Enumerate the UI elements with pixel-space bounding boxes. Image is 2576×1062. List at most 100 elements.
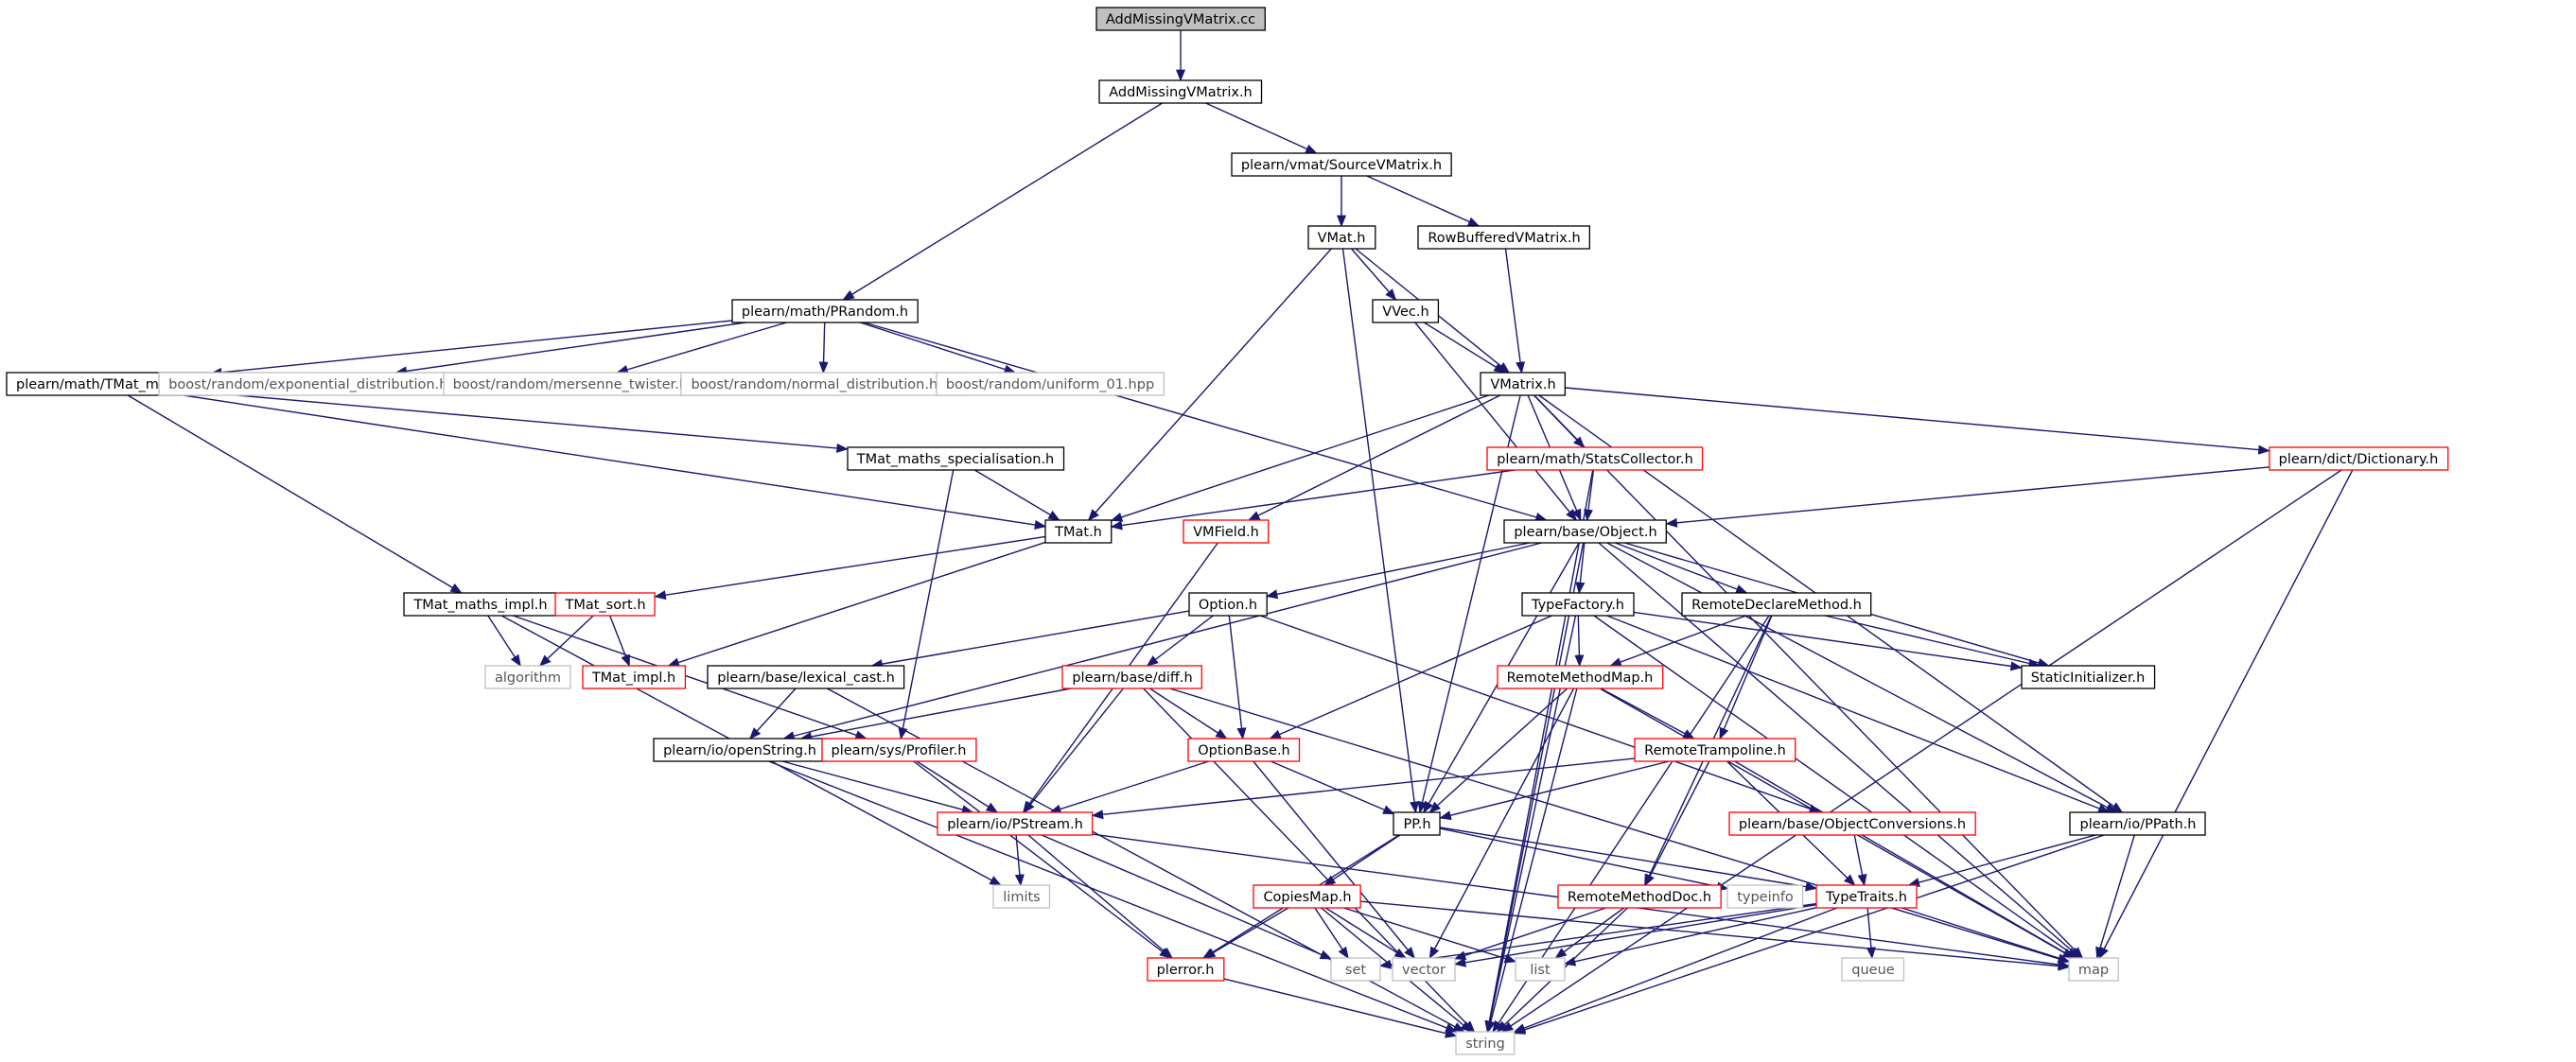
graph-node[interactable]: PP.h — [1393, 811, 1441, 836]
edges-layer — [127, 30, 2354, 1038]
graph-node[interactable]: plearn/io/openString.h — [653, 738, 827, 762]
graph-node[interactable]: set — [1330, 957, 1381, 982]
graph-node[interactable]: VMField.h — [1183, 519, 1270, 544]
node-label: VMat.h — [1318, 231, 1366, 246]
graph-node[interactable]: TMat_maths_specialisation.h — [847, 446, 1065, 471]
graph-node[interactable]: vector — [1392, 957, 1456, 982]
graph-node[interactable]: boost/random/mersenne_twister.hpp — [443, 372, 716, 396]
node-label: string — [1465, 1036, 1505, 1052]
node-box — [1455, 1031, 1516, 1055]
graph-node[interactable]: plearn/sys/Profiler.h — [821, 738, 977, 762]
dependency-edge — [616, 322, 787, 374]
node-label: TMat_maths_specialisation.h — [856, 452, 1055, 467]
graph-node[interactable]: map — [2068, 957, 2119, 982]
dependency-edge — [654, 535, 1046, 601]
dependency-edge — [1087, 248, 1332, 521]
dependency-edge — [1428, 688, 1568, 813]
graph-node[interactable]: plearn/base/lexical_cast.h — [707, 665, 905, 689]
graph-node[interactable]: limits — [992, 884, 1051, 909]
dependency-edge — [1584, 469, 1595, 522]
graph-node[interactable]: boost/random/exponential_distribution.hp… — [158, 372, 476, 396]
graph-node[interactable]: RemoteDeclareMethod.h — [1681, 592, 1872, 617]
graph-node[interactable]: plearn/vmat/SourceVMatrix.h — [1231, 152, 1452, 177]
dependency-edge — [1343, 907, 1517, 964]
graph-node[interactable]: VMatrix.h — [1480, 372, 1567, 396]
node-box — [1497, 665, 1664, 689]
dependency-edge — [487, 615, 521, 668]
dependency-edge — [1110, 394, 1490, 522]
node-box — [1480, 372, 1567, 396]
node-label: TypeFactory.h — [1531, 598, 1624, 613]
dependency-edge — [1719, 615, 1773, 740]
node-label: list — [1530, 963, 1551, 978]
graph-node[interactable]: OptionBase.h — [1187, 738, 1301, 762]
node-box — [2069, 811, 2206, 836]
node-label: TMat_maths_impl.h — [412, 598, 547, 613]
graph-node[interactable]: TMat_maths_impl.h — [403, 592, 557, 617]
graph-node[interactable]: TypeTraits.h — [1815, 884, 1918, 909]
dependency-edge — [1223, 978, 1458, 1038]
node-label: plearn/math/StatsCollector.h — [1497, 452, 1693, 467]
node-label: CopiesMap.h — [1263, 890, 1351, 905]
node-label: boost/random/uniform_01.hpp — [946, 377, 1154, 392]
graph-node[interactable]: TMat_sort.h — [554, 592, 656, 617]
graph-node[interactable]: list — [1515, 957, 1566, 982]
node-label: AddMissingVMatrix.cc — [1106, 12, 1255, 27]
graph-node[interactable]: VVec.h — [1372, 299, 1440, 323]
dependency-edge — [1146, 615, 1214, 667]
graph-node[interactable]: Option.h — [1188, 592, 1268, 617]
node-label: plearn/base/diff.h — [1072, 670, 1192, 686]
graph-node[interactable]: TMat.h — [1044, 519, 1113, 544]
node-box — [1253, 884, 1361, 909]
node-box — [2021, 665, 2156, 689]
dependency-edge — [394, 322, 746, 376]
graph-node[interactable]: plearn/base/ObjectConversions.h — [1728, 811, 1976, 836]
node-box — [2269, 446, 2449, 471]
dependency-edge — [1853, 834, 1867, 887]
dependency-edge — [1091, 757, 1636, 820]
node-box — [1728, 811, 1976, 836]
node-box — [1188, 592, 1268, 617]
graph-node[interactable]: AddMissingVMatrix.h — [1098, 79, 1263, 104]
graph-node[interactable]: plearn/base/Object.h — [1503, 519, 1667, 544]
graph-node[interactable]: RowBufferedVMatrix.h — [1417, 225, 1590, 250]
graph-node[interactable]: RemoteTrampoline.h — [1634, 738, 1796, 762]
dependency-edge — [1907, 834, 2096, 887]
dependency-edge — [1253, 760, 1415, 959]
graph-node[interactable]: plearn/math/StatsCollector.h — [1486, 446, 1704, 471]
node-box — [1044, 519, 1113, 544]
graph-node[interactable]: typeinfo — [1726, 884, 1804, 909]
graph-node[interactable]: TypeFactory.h — [1521, 592, 1635, 617]
graph-node[interactable]: StaticInitializer.h — [2021, 665, 2156, 689]
node-label: algorithm — [495, 670, 561, 686]
node-label: plearn/io/openString.h — [663, 743, 816, 758]
dependency-edge — [1440, 827, 1818, 892]
node-box — [1187, 738, 1301, 762]
node-label: set — [1345, 963, 1366, 978]
graph-node[interactable]: plerror.h — [1147, 957, 1225, 982]
graph-node[interactable]: RemoteMethodMap.h — [1497, 665, 1664, 689]
node-box — [1634, 738, 1796, 762]
node-box — [1557, 884, 1722, 909]
graph-node[interactable]: plearn/dict/Dictionary.h — [2269, 446, 2449, 471]
graph-node[interactable]: RemoteMethodDoc.h — [1557, 884, 1722, 909]
graph-node[interactable]: string — [1455, 1031, 1516, 1055]
graph-node[interactable]: plearn/io/PStream.h — [937, 811, 1094, 836]
graph-node[interactable]: CopiesMap.h — [1253, 884, 1361, 909]
graph-node[interactable]: algorithm — [484, 665, 571, 689]
graph-node[interactable]: boost/random/normal_distribution.hpp — [680, 372, 965, 396]
graph-node[interactable]: plearn/io/PPath.h — [2069, 811, 2206, 836]
dependency-edge — [1565, 387, 2270, 455]
dependency-edge — [1575, 542, 1586, 595]
graph-node[interactable]: plearn/math/PRandom.h — [731, 299, 919, 323]
node-box — [1503, 519, 1667, 544]
dependency-edge — [1324, 907, 1407, 959]
node-box — [1372, 299, 1440, 323]
graph-node[interactable]: boost/random/uniform_01.hpp — [936, 372, 1165, 396]
graph-node[interactable]: TMat_impl.h — [582, 665, 687, 689]
dependency-edge — [864, 322, 1548, 522]
graph-node[interactable]: VMat.h — [1307, 225, 1376, 250]
graph-node[interactable]: plearn/base/diff.h — [1061, 665, 1202, 689]
dependency-edge — [1014, 834, 1025, 887]
graph-node[interactable]: queue — [1841, 957, 1905, 982]
